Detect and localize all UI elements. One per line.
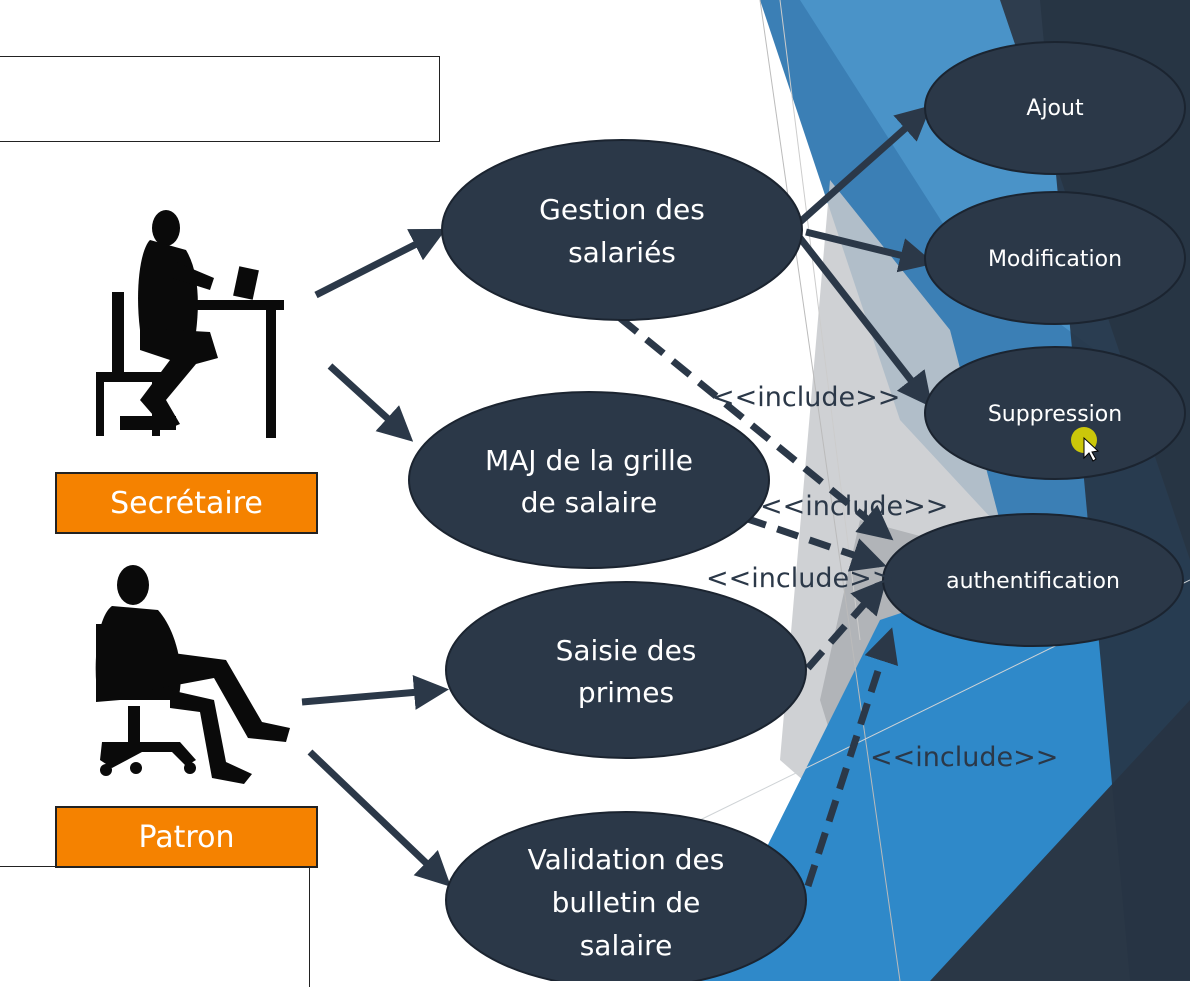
arrow-gestion-ajout [797,105,932,225]
bottom-text-box [0,866,310,987]
use-case-maj-line2: de salaire [521,486,658,519]
use-case-saisie-line1: Saisie des [556,634,697,667]
use-case-maj-line1: MAJ de la grille [485,444,693,477]
use-case-gestion-line1: Gestion des [539,193,705,226]
secretary-silhouette-icon [96,210,284,438]
use-case-authentification: authentification [882,513,1184,647]
include-arrow-validation [804,627,898,888]
actor-label-patron: Patron [55,806,318,868]
boss-silhouette-icon [95,565,290,784]
include-arrow-gestion [617,315,894,541]
arrow-gestion-suppression [797,235,933,408]
association-arrows [301,105,935,887]
use-case-modification: Modification [924,191,1186,325]
use-case-validation-line1: Validation des [528,843,725,876]
use-case-validation-line3: salaire [580,929,673,962]
arrow-gestion-modification [805,228,935,273]
actor-label-secretaire: Secrétaire [55,472,318,534]
top-text-box [0,56,440,142]
include-arrow-saisie [805,578,887,671]
use-case-validation: Validation des bulletin de salaire [445,811,807,981]
use-case-ajout: Ajout [924,41,1186,175]
include-label-4: <<include>> [870,742,1058,773]
use-case-suppression: Suppression [924,346,1186,480]
arrow-sec-gestion [314,228,447,299]
arrow-pat-saisie [301,674,449,710]
use-case-modification-label: Modification [988,247,1122,272]
use-case-saisie: Saisie des primes [445,581,807,759]
use-case-authentification-label: authentification [946,569,1120,594]
arrow-pat-validation [307,749,452,887]
use-case-validation-line2: bulletin de [552,886,701,919]
include-arrows [617,315,898,888]
include-arrow-maj [743,514,887,572]
use-case-ajout-label: Ajout [1026,96,1084,121]
use-case-gestion: Gestion des salariés [441,139,803,321]
use-case-maj: MAJ de la grille de salaire [408,391,770,569]
use-case-saisie-line2: primes [578,676,674,709]
include-label-3: <<include>> [706,563,894,594]
arrow-sec-maj [327,363,414,442]
use-case-gestion-line2: salariés [568,236,676,269]
cursor-highlight [1071,427,1100,462]
use-case-suppression-label: Suppression [988,402,1122,427]
include-label-2: <<include>> [760,491,948,522]
include-label-1: <<include>> [712,382,900,413]
